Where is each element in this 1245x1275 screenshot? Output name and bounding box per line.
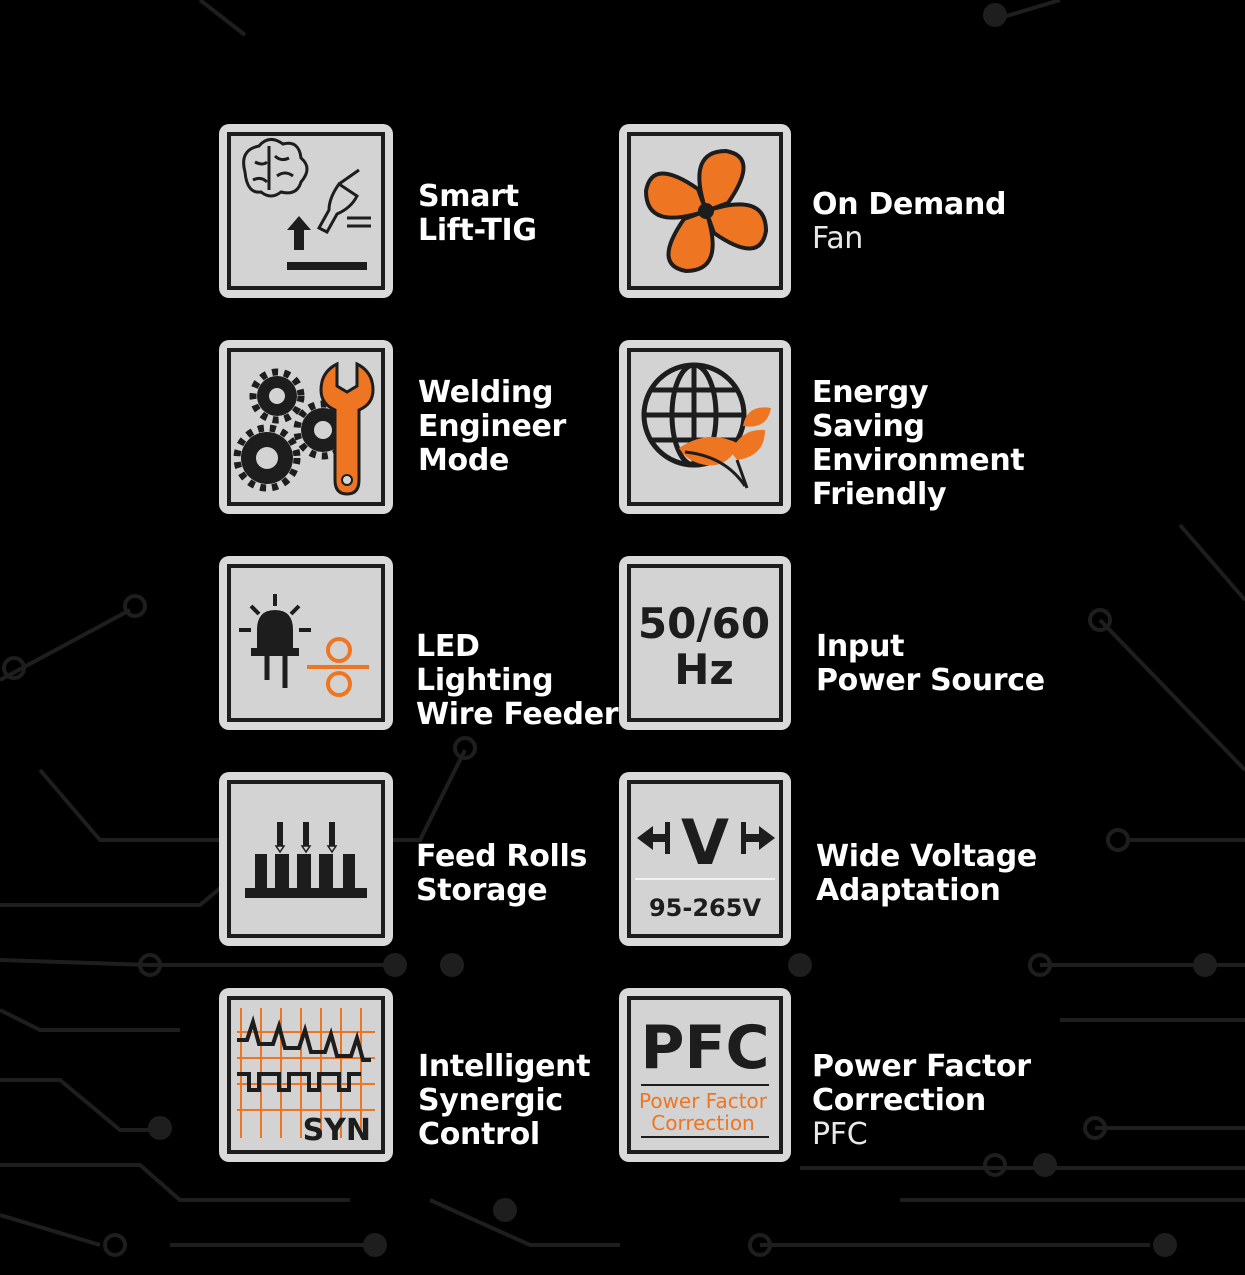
- feature-label-line: Input: [816, 629, 905, 664]
- led-wire-feeder-icon: [219, 556, 393, 730]
- pfc-subtitle-line2: Correction: [651, 1111, 754, 1135]
- feature-label-line: Adaptation: [816, 873, 1001, 908]
- feature-label-line: Energy: [812, 375, 929, 410]
- feature-label-line: LED: [416, 629, 480, 664]
- globe-leaf-icon: [619, 340, 791, 514]
- brain-torch-icon: [219, 124, 393, 298]
- feature-label-line: Wide Voltage: [816, 839, 1037, 874]
- frequency-value: 50/60: [638, 599, 770, 648]
- fan-icon: [619, 124, 791, 298]
- feature-label-line: Power Source: [816, 663, 1045, 698]
- feature-label-line: Engineer: [418, 409, 567, 444]
- feed-rolls-icon: [219, 772, 393, 946]
- feature-label-line: Environment: [812, 443, 1025, 478]
- pfc-icon: PFC Power Factor Correction: [619, 988, 791, 1162]
- voltage-range: 95-265V: [649, 894, 761, 922]
- feature-label-line: Control: [418, 1117, 540, 1152]
- pfc-subtitle-line1: Power Factor: [639, 1089, 768, 1113]
- feature-label-line: Correction: [812, 1083, 986, 1118]
- feature-label-line: Mode: [418, 443, 510, 478]
- feature-label-line: On Demand: [812, 187, 1007, 222]
- feature-label-line: Welding: [418, 375, 554, 410]
- pfc-big-label: PFC: [641, 1013, 770, 1083]
- feature-label-line: Lighting: [416, 663, 554, 698]
- voltage-icon: V 95-265V: [619, 772, 791, 946]
- feature-label-line: Synergic: [418, 1083, 563, 1118]
- synergic-wave-icon: SYN: [219, 988, 393, 1162]
- feature-label-sub: PFC: [812, 1117, 868, 1152]
- feature-label-line: Lift-TIG: [418, 213, 537, 248]
- feature-label-line: Intelligent: [418, 1049, 591, 1084]
- feature-label-line: Wire Feeder: [416, 697, 619, 732]
- feature-label-line: Smart: [418, 179, 519, 214]
- feature-label-sub: Fan: [812, 221, 863, 256]
- voltage-symbol: V: [681, 806, 729, 879]
- feature-label-line: Friendly: [812, 477, 947, 512]
- syn-label: SYN: [303, 1113, 371, 1148]
- feature-label-line: Feed Rolls: [416, 839, 588, 874]
- feature-label-line: Saving: [812, 409, 925, 444]
- feature-label-line: Storage: [416, 873, 548, 908]
- frequency-unit: Hz: [674, 645, 734, 694]
- feature-label-line: Power Factor: [812, 1049, 1031, 1084]
- gears-wrench-icon: [219, 340, 393, 514]
- frequency-icon: 50/60 Hz: [619, 556, 791, 730]
